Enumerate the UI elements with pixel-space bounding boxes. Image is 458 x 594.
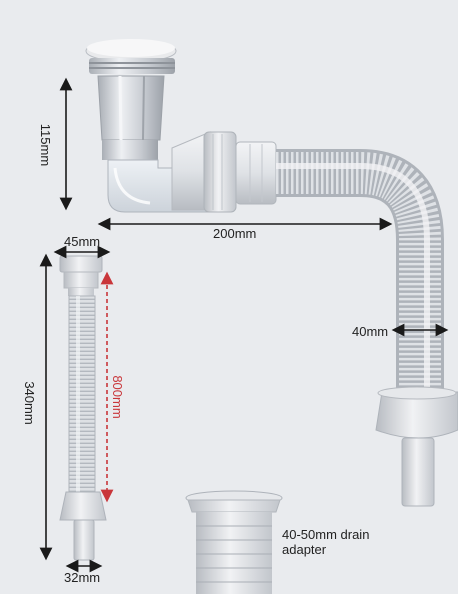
flexible-hose-left — [59, 255, 107, 561]
hose-diameter-label: 40mm — [352, 324, 389, 339]
top-diameter-label: 45mm — [64, 234, 101, 249]
horizontal-length-label: 200mm — [213, 226, 257, 241]
outlet-diameter-label: 32mm — [64, 570, 101, 585]
adapter-label-line2: adapter — [282, 542, 327, 557]
adapter-label-line1: 40-50mm drain — [282, 527, 370, 542]
trap-height-label: 115mm — [38, 123, 53, 167]
hose-length-label: 340mm — [22, 381, 37, 425]
dimension-lines — [39, 77, 449, 573]
drain-adapter — [185, 490, 283, 594]
extended-length-label: 800mm — [110, 375, 125, 419]
pop-up-waste-trap — [85, 39, 277, 213]
